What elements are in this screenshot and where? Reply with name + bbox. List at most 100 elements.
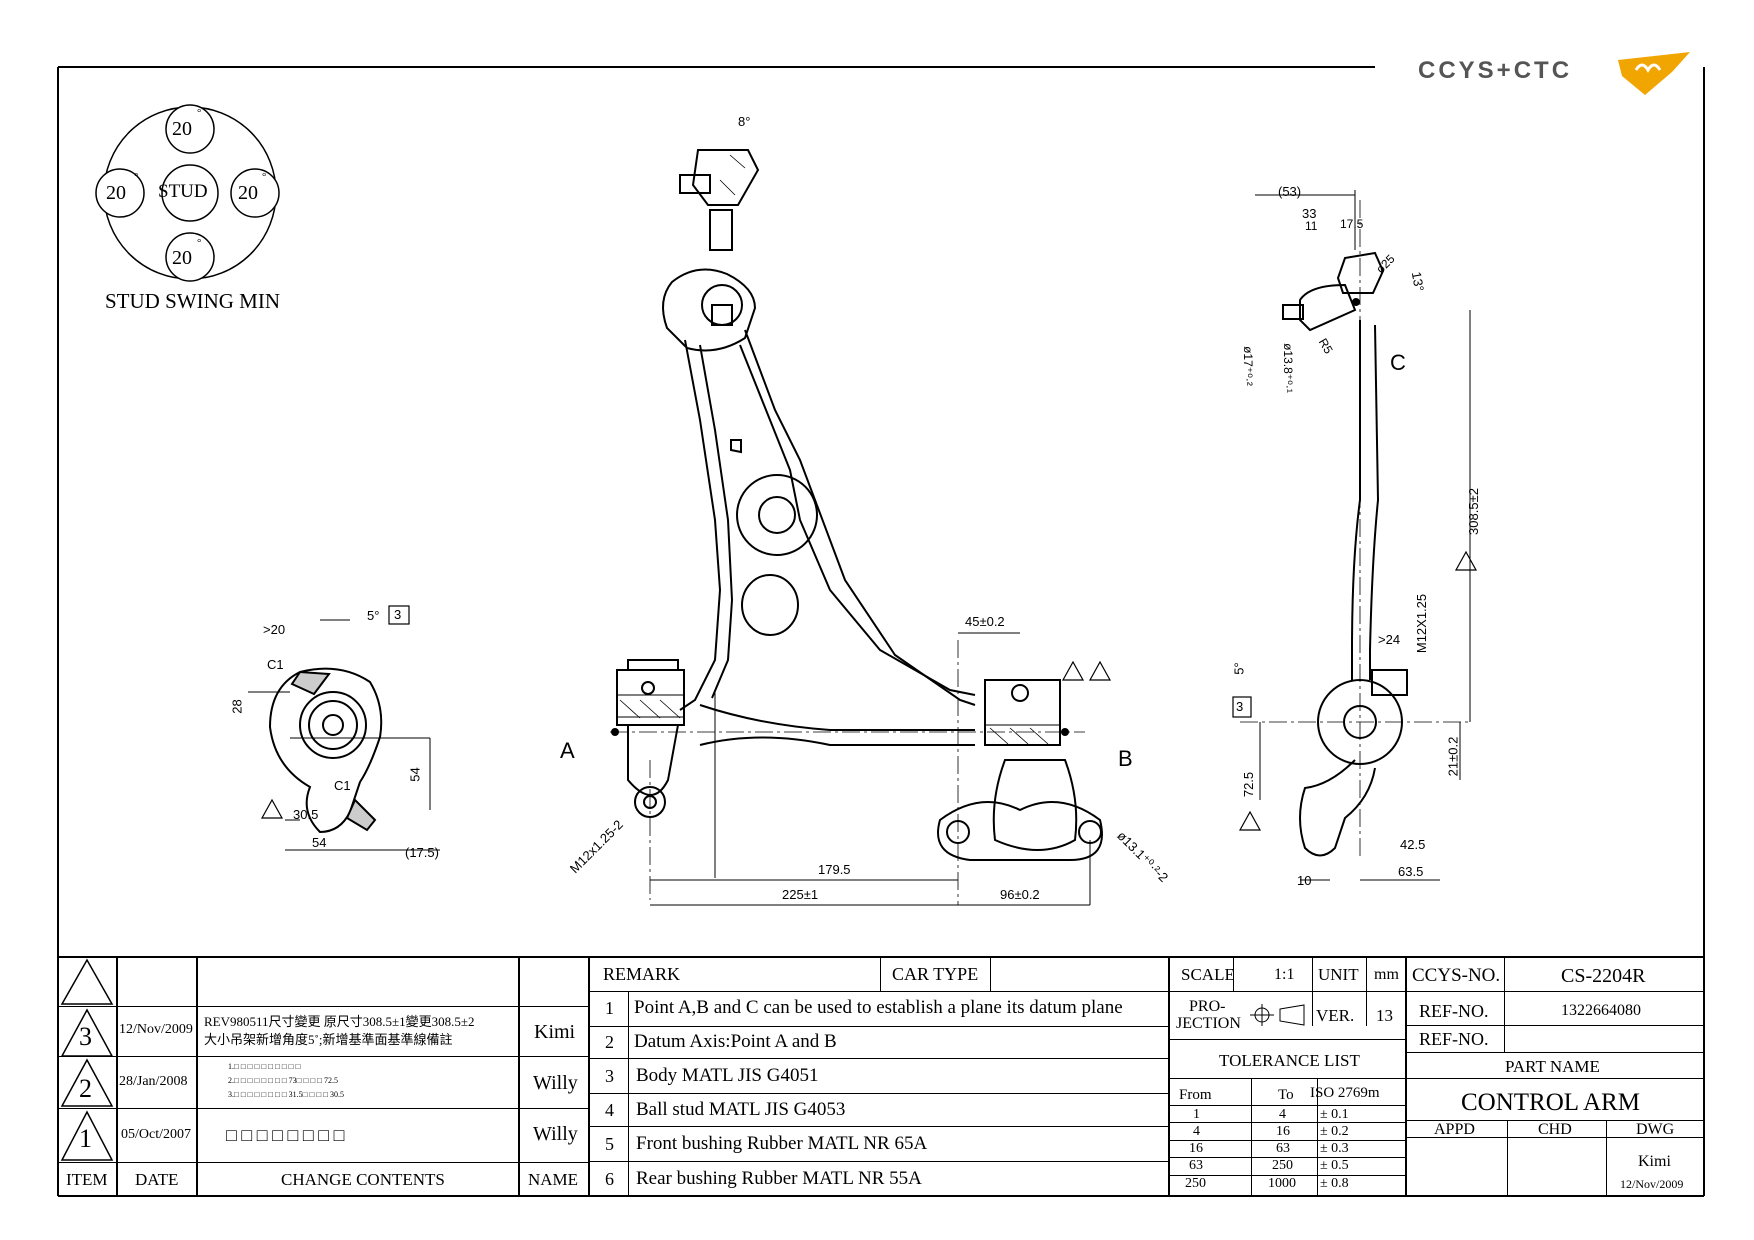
version-label: VER. [1316, 1006, 1355, 1025]
rev-item: 3 [79, 1022, 92, 1051]
degree-symbol: ° [197, 107, 202, 119]
tol-to: 1000 [1268, 1176, 1296, 1191]
dim-45: 45±0.2 [965, 614, 1005, 629]
degree-symbol: ° [134, 171, 139, 183]
company-logo: CCYS+CTC [1418, 52, 1690, 95]
ref-no-value: 1322664080 [1561, 1002, 1641, 1019]
dim-72-5: 72.5 [1241, 771, 1257, 798]
tol-to: 250 [1272, 1158, 1293, 1173]
degree-symbol: ° [197, 237, 202, 249]
car-type-header: CAR TYPE [892, 964, 979, 984]
dim-11-label: 11 [1305, 219, 1318, 233]
rev-change-line2: 大小吊架新增角度5˚;新增基準面基準線備註 [204, 1032, 453, 1047]
dim-33: 33 [1302, 206, 1317, 221]
stud-swing-bottom: 20 [172, 247, 192, 269]
dim-308: 308.5±2 [1465, 488, 1481, 535]
dim-5deg-right: 5° [1231, 662, 1247, 675]
dim-m12-right: M12X1.25 [1414, 593, 1430, 654]
part-name-label: PART NAME [1505, 1057, 1600, 1076]
scale-value: 1:1 [1274, 966, 1295, 983]
dim-179: 179.5 [818, 862, 851, 877]
rev-change-line3: 3.□ □ □ □ □ □ □ □ 31.5□ □ □ □ 30.5 [228, 1090, 344, 1099]
part-name-value: CONTROL ARM [1461, 1089, 1640, 1116]
stud-swing-left: 20 [106, 182, 126, 204]
stud-swing-right: 20 [238, 182, 258, 204]
dwg-label: DWG [1636, 1121, 1675, 1138]
dim-c1-top: C1 [267, 657, 284, 672]
tol-value: ± 0.2 [1320, 1124, 1349, 1139]
rev-header-item: ITEM [66, 1170, 108, 1189]
drawn-by: Kimi [1638, 1153, 1671, 1170]
tol-to: 4 [1279, 1107, 1286, 1122]
tol-from: 4 [1193, 1124, 1200, 1139]
datum-point-a: A [560, 738, 575, 763]
revision-triangles [60, 958, 114, 1161]
dim-30-5: 30.5 [293, 807, 319, 822]
centerlines [610, 200, 1470, 905]
remark-text: Datum Axis:Point A and B [634, 1031, 837, 1052]
degree-symbol: ° [262, 171, 267, 183]
rev-header-date: DATE [135, 1170, 179, 1189]
third-angle-projection-icon [1250, 1004, 1305, 1026]
tolerance-title: TOLERANCE LIST [1219, 1051, 1360, 1070]
tol-header-from: From [1179, 1087, 1212, 1103]
dim-c1-bottom: C1 [334, 778, 351, 793]
dim-53: (53) [1278, 184, 1302, 199]
dim-8deg: 8° [738, 114, 751, 129]
unit-label: UNIT [1318, 965, 1359, 984]
logo-mark-icon [1618, 52, 1690, 95]
remark-text: Rear bushing Rubber MATL NR 55A [636, 1168, 922, 1189]
tol-from: 16 [1189, 1141, 1203, 1156]
stud-swing-title: STUD SWING MIN [105, 289, 280, 313]
dim-28: 28 [229, 699, 245, 714]
dim-17-5: 17.5 [1340, 217, 1364, 231]
datum-points [611, 298, 1360, 736]
projection-label-1: PRO- [1189, 998, 1226, 1015]
control-arm-side-view [1282, 251, 1408, 857]
stud-swing-center: STUD [158, 181, 208, 202]
tol-to: 16 [1276, 1124, 1290, 1139]
tol-header-to: To [1278, 1087, 1294, 1103]
tol-to: 63 [1276, 1141, 1290, 1156]
tol-header-std: ISO 2769m [1310, 1085, 1380, 1101]
dim-54-horizontal: 54 [312, 835, 327, 850]
datum-triangles [260, 550, 1478, 831]
remark-text: Front bushing Rubber MATL NR 65A [636, 1133, 928, 1154]
dim-17-5-ref: (17.5) [405, 845, 439, 860]
rev-name: Kimi [534, 1021, 576, 1043]
dim-10: 10 [1297, 873, 1312, 888]
rev-date: 12/Nov/2009 [119, 1022, 193, 1037]
dim-96: 96±0.2 [1000, 887, 1040, 902]
dim-42-5: 42.5 [1400, 837, 1426, 852]
ccys-no-label: CCYS-NO. [1412, 965, 1501, 986]
tol-value: ± 0.1 [1320, 1107, 1349, 1122]
scale-label: SCALE [1181, 965, 1235, 984]
remark-no: 5 [605, 1134, 614, 1154]
dim-54-vertical: 54 [407, 767, 423, 782]
dim-13deg: 13° [1408, 270, 1427, 293]
version-value: 13 [1376, 1006, 1393, 1025]
rev-change-line1: □ □ □ □ □ □ □ □ [226, 1125, 345, 1145]
remark-text: Ball stud MATL JIS G4053 [636, 1099, 846, 1120]
rev-change-line2: 2.□ □ □ □ □ □ □ □ 73□ □ □ □ 72.5 [228, 1076, 338, 1085]
box-3-right: 3 [1236, 699, 1244, 714]
rev-name: Willy [533, 1072, 578, 1094]
remark-no: 1 [605, 998, 614, 1018]
tol-from: 250 [1185, 1176, 1206, 1191]
stud-swing-top: 20 [172, 118, 192, 140]
ref-no-label-2: REF-NO. [1419, 1029, 1489, 1049]
dim-5deg-left: 5° [367, 608, 380, 623]
section-hatching [619, 154, 1049, 745]
rev-change-line1: 1.□ □ □ □ □ □ □ □ □ □ [228, 1062, 301, 1071]
sheet-border [57, 66, 1705, 1197]
dim-17: ø17⁺⁰·² [1240, 346, 1255, 386]
remark-text: Body MATL JIS G4051 [636, 1065, 819, 1086]
ref-no-label: REF-NO. [1419, 1001, 1489, 1021]
section-detail-view [268, 667, 383, 834]
tol-from: 1 [1193, 1107, 1200, 1122]
remark-no: 2 [605, 1032, 614, 1052]
rev-change-line1: REV980511尺寸變更 原尺寸308.5±1變更308.5±2 [204, 1014, 475, 1029]
rev-header-name: NAME [528, 1170, 579, 1189]
control-arm-top-view [616, 149, 1103, 861]
dim-21: 21±0.2 [1445, 736, 1461, 777]
